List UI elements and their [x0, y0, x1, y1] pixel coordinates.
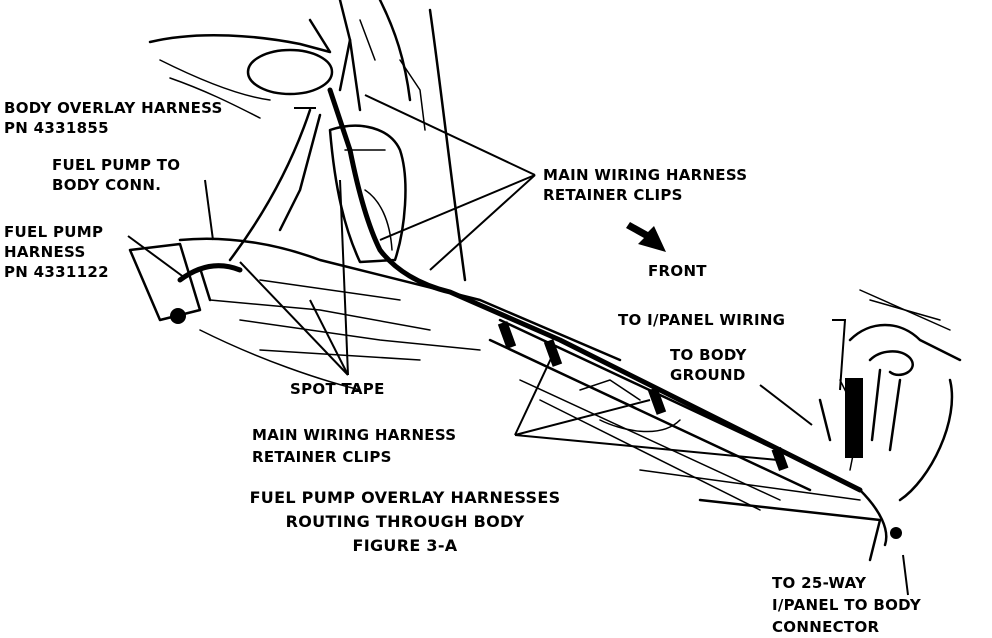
label-main-harness-bottom: MAIN WIRING HARNESS	[252, 426, 456, 444]
label-retainer-clips-top: RETAINER CLIPS	[543, 186, 683, 204]
caption-line-1: FUEL PUMP OVERLAY HARNESSES	[250, 488, 561, 507]
main-wiring-harness	[228, 38, 902, 547]
label-ground: GROUND	[670, 366, 746, 384]
label-fuel-pump: FUEL PUMP	[4, 223, 103, 241]
label-ipanel-to-body: I/PANEL TO BODY	[772, 596, 922, 614]
callout-labels: BODY OVERLAY HARNESS PN 4331855 FUEL PUM…	[4, 99, 922, 636]
label-body-overlay-pn: PN 4331855	[4, 119, 109, 137]
label-body-overlay-harness: BODY OVERLAY HARNESS	[4, 99, 223, 117]
label-fuel-pump-pn: PN 4331122	[4, 263, 109, 281]
caption-line-2: ROUTING THROUGH BODY	[286, 512, 525, 531]
retainer-clips	[497, 321, 789, 472]
label-connector: CONNECTOR	[772, 618, 880, 636]
label-spot-tape: SPOT TAPE	[290, 380, 385, 398]
label-front: FRONT	[648, 262, 707, 280]
front-direction-arrow-icon	[626, 222, 666, 252]
label-to-body: TO BODY	[670, 346, 748, 364]
leader-lines	[127, 94, 909, 596]
front-connectors	[818, 350, 914, 458]
label-fuel-pump-to: FUEL PUMP TO	[52, 156, 180, 174]
label-harness: HARNESS	[4, 243, 86, 261]
label-ipanel-wiring: TO I/PANEL WIRING	[618, 311, 785, 329]
label-main-harness-top: MAIN WIRING HARNESS	[543, 166, 747, 184]
caption-line-3: FIGURE 3-A	[353, 536, 458, 555]
fuel-pump-harness	[170, 263, 243, 324]
figure-caption: FUEL PUMP OVERLAY HARNESSES ROUTING THRO…	[250, 488, 561, 555]
label-to-25-way: TO 25-WAY	[772, 574, 867, 592]
label-body-conn: BODY CONN.	[52, 176, 161, 194]
label-retainer-clips-bottom: RETAINER CLIPS	[252, 448, 392, 466]
